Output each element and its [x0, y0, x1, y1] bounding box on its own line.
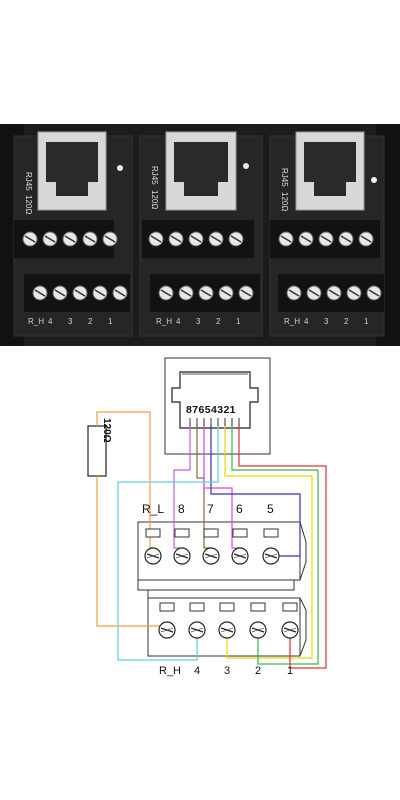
photo-pin-label: 3 [324, 317, 329, 326]
terminal-label-top: 5 [267, 502, 274, 516]
wire-pin1 [238, 424, 327, 669]
module-label: RJ45 [280, 168, 289, 187]
product-photo: RJ45 120Ω RJ45 120Ω RJ45 120Ω [0, 124, 400, 346]
photo-pin-label: 2 [344, 317, 349, 326]
terminal-screw-top [144, 528, 162, 565]
photo-pin-label: 3 [68, 317, 73, 326]
rj45-connector-jack [171, 371, 259, 429]
terminal-screw-bottom [249, 602, 267, 639]
terminal-screw-top [262, 528, 280, 565]
wire-pin5 [210, 424, 301, 557]
wire-pin8 [173, 424, 191, 549]
terminal-label-bottom: 1 [287, 665, 293, 677]
photo-pin-label: 4 [304, 317, 309, 326]
terminal-screw-top [231, 528, 249, 565]
wiring-diagram: 87654321 120Ω R_L 8 7 6 5R_H 4 3 2 1 [87, 357, 327, 677]
wire-pin6 [203, 424, 240, 549]
photo-pin-label: 1 [108, 317, 113, 326]
terminal-screw-bottom [188, 602, 206, 639]
terminal-label-bottom: R_H [159, 665, 181, 677]
terminal-label-top: 7 [207, 502, 214, 516]
terminal-screw-bottom [281, 602, 299, 639]
terminal-screw-bottom [158, 602, 176, 639]
terminal-label-top: 6 [236, 502, 243, 516]
resistor-label: 120Ω [24, 195, 33, 214]
wire-pin2 [231, 424, 319, 665]
terminal-screw-top [173, 528, 191, 565]
photo-pin-label: 2 [216, 317, 221, 326]
photo-pin-label: R_H [284, 317, 300, 326]
module-label: RJ45 [150, 166, 159, 185]
photo-pin-label: 4 [48, 317, 53, 326]
photo-pin-label: R_H [28, 317, 44, 326]
terminal-screw-top [202, 528, 220, 565]
photo-pin-label: 3 [196, 317, 201, 326]
photo-pin-label: 4 [176, 317, 181, 326]
wire-pin3 [224, 424, 313, 659]
resistor-label: 120Ω [150, 190, 159, 209]
photo-pin-label: 1 [364, 317, 369, 326]
terminal-label-bottom: 4 [194, 665, 200, 677]
terminal-screw-bottom [218, 602, 236, 639]
wire-pin4 [117, 424, 219, 661]
terminal-label-top: 8 [178, 502, 185, 516]
terminal-label-bottom: 3 [224, 665, 230, 677]
wire-resistor-bottom [96, 476, 167, 627]
photo-pin-label: 2 [88, 317, 93, 326]
resistor-label: 120Ω [280, 192, 289, 211]
connector-pin-numbers: 87654321 [186, 404, 236, 416]
resistor-label: 120Ω [101, 418, 112, 443]
module-label: RJ45 [24, 172, 33, 191]
terminal-label-bottom: 2 [255, 665, 261, 677]
photo-pin-label: R_H [156, 317, 172, 326]
photo-pin-label: 1 [236, 317, 241, 326]
terminal-label-top: R_L [142, 502, 164, 516]
